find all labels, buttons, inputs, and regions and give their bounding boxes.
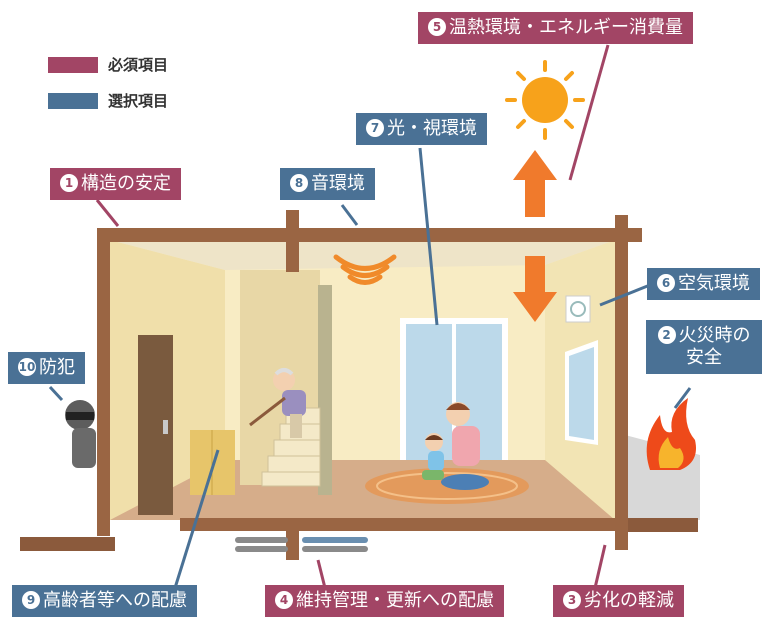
label-text: 光・視環境: [387, 118, 477, 139]
number-badge: 6: [657, 274, 675, 292]
arrow-down-icon: [513, 256, 557, 322]
door-handle: [163, 420, 168, 434]
number-badge: 2: [657, 326, 676, 344]
leader-3: [593, 544, 607, 589]
legend-required-swatch: [48, 56, 98, 73]
ground-right: [628, 518, 698, 532]
legend-required: 必須項目: [48, 54, 168, 75]
label-text: 防犯: [39, 357, 75, 378]
label-text-line1: 火災時の: [678, 325, 751, 346]
legend-optional-swatch: [48, 92, 98, 109]
leader-2: [673, 387, 692, 409]
number-badge: 1: [60, 174, 78, 192]
label-text: 高齢者等への配慮: [43, 590, 187, 611]
number-badge: 8: [290, 174, 308, 192]
mother-and-child: [422, 402, 489, 490]
label-text: 劣化の軽減: [584, 590, 674, 611]
leader-6: [599, 283, 651, 307]
leader-10: [48, 385, 64, 402]
leader-4: [316, 559, 327, 589]
sound-waves-icon: [333, 254, 397, 285]
pipes: [235, 537, 368, 552]
leader-5: [568, 44, 610, 181]
leader-1: [95, 199, 120, 227]
legend-optional: 選択項目: [48, 90, 168, 111]
number-badge: 10: [18, 358, 36, 376]
label-text: 空気環境: [678, 273, 750, 294]
elderly-person: [249, 368, 306, 438]
label-text: 温熱環境・エネルギー消費量: [449, 17, 683, 38]
label-text: 維持管理・更新への配慮: [296, 590, 494, 611]
sun-icon: [505, 60, 585, 140]
fire-icon: [646, 398, 696, 470]
leader-9: [173, 449, 220, 589]
arrow-up-icon: [513, 150, 557, 217]
number-badge: 7: [366, 119, 384, 137]
legend-required-label: 必須項目: [108, 56, 169, 74]
label-text: 音環境: [311, 173, 365, 194]
stair-post: [318, 285, 332, 495]
number-badge: 3: [563, 591, 581, 609]
leader-7: [418, 147, 439, 326]
number-badge: 5: [428, 18, 446, 36]
label-text: 構造の安定: [81, 173, 171, 194]
label-text-line2: 安全: [686, 347, 722, 368]
legend-optional-label: 選択項目: [108, 92, 169, 110]
number-badge: 9: [22, 591, 40, 609]
ceiling: [110, 240, 615, 270]
number-badge: 4: [275, 591, 293, 609]
ground-left: [20, 537, 115, 551]
leader-8: [340, 204, 359, 226]
burglar: [65, 400, 96, 468]
vent-fan: [565, 295, 591, 323]
